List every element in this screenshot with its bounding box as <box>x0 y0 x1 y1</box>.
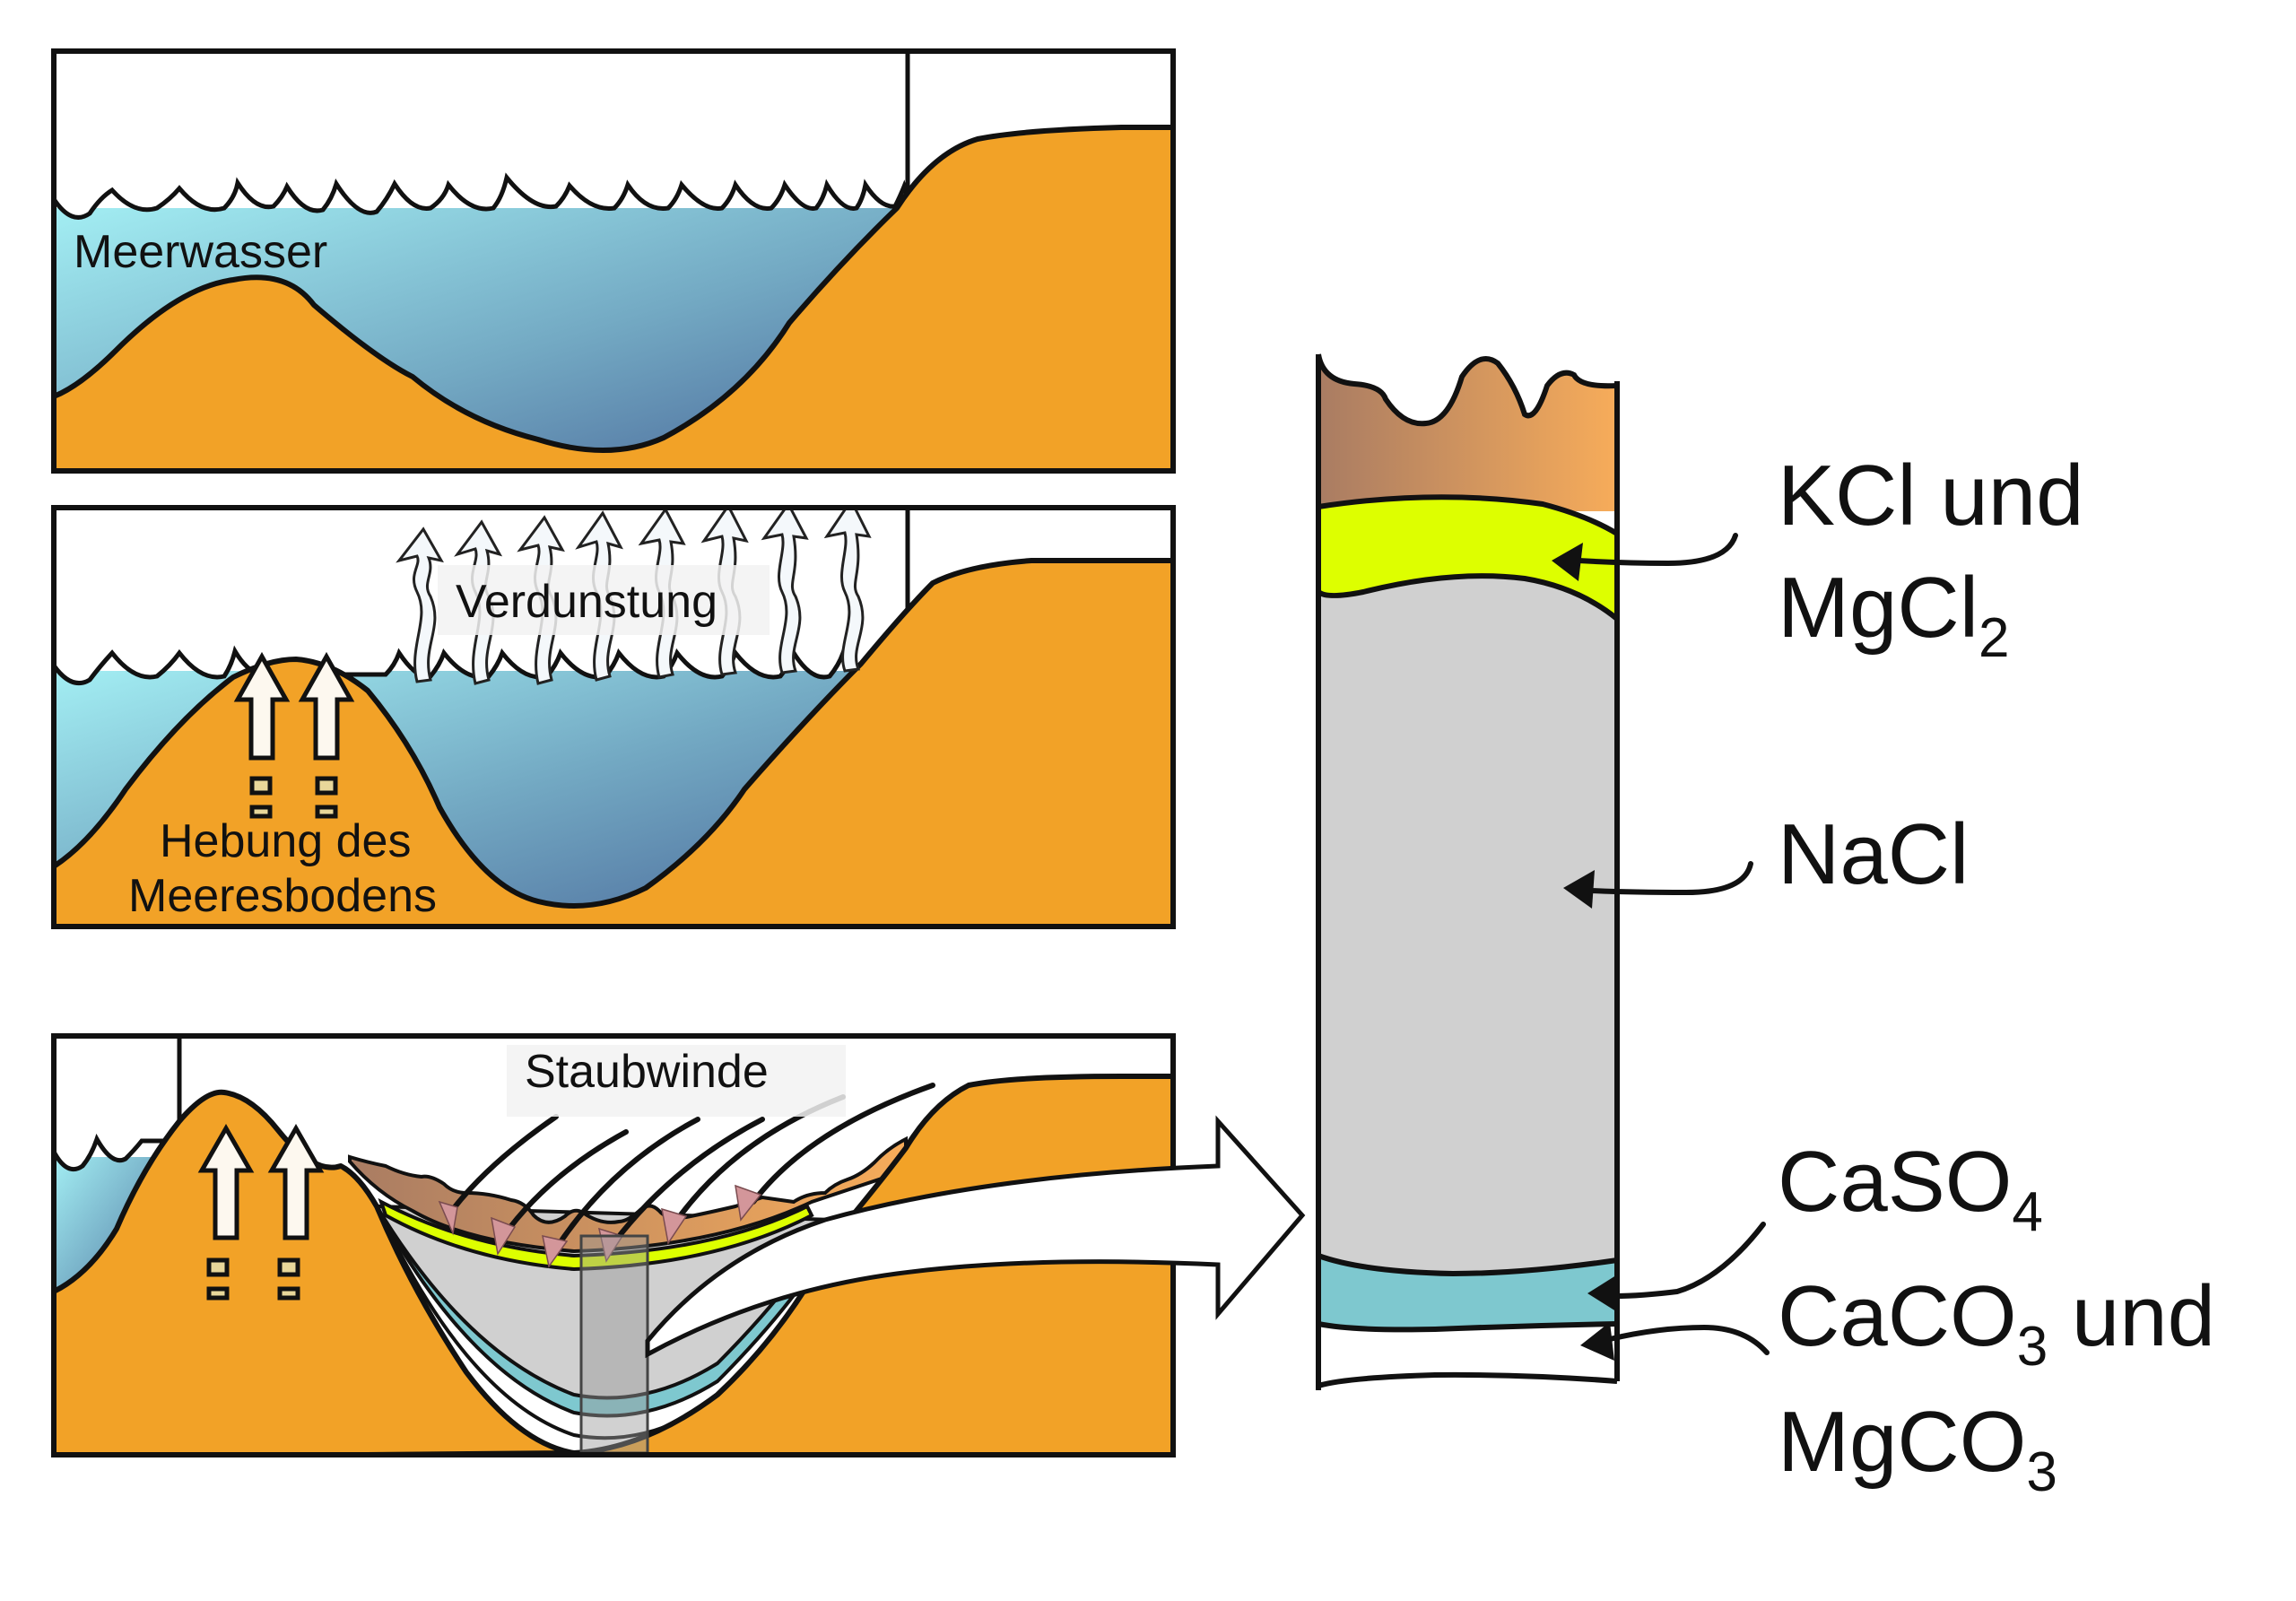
pointer-arrowhead-icon <box>1563 870 1595 909</box>
uplift-arrow-icon <box>233 651 291 761</box>
uplift-dash-icon <box>277 1286 300 1301</box>
uplift-dash-icon <box>315 805 338 819</box>
dust-wind-arrows <box>438 1083 935 1268</box>
label-caco3-subscript: 3 <box>2017 1316 2048 1378</box>
label-kcl-line-1: KCl und <box>1778 448 2084 544</box>
uplift-arrow-icon <box>197 1123 255 1240</box>
verdunstung-label-bg <box>438 565 770 635</box>
core-to-column-arrow-icon <box>645 1115 1306 1359</box>
uplift-dash-icon <box>277 1257 300 1277</box>
pointer-line-kcl <box>1576 533 1738 567</box>
panel-1-sea-basin <box>54 51 1173 471</box>
uplift-dash-icon <box>249 805 273 819</box>
wind-arrowhead-icon <box>542 1235 569 1268</box>
column-boundary-top-teal <box>1317 1253 1618 1277</box>
label-mgcl-main: MgCl <box>1778 560 1979 656</box>
column-boundary-top-white <box>1318 1321 1618 1333</box>
label-kcl-line-2: MgCl2 <box>1778 560 2010 669</box>
label-mgco3-main: MgCO <box>1778 1394 2026 1490</box>
pointer-arrowhead-icon <box>1580 1322 1614 1361</box>
wind-arrowhead-icon <box>661 1207 688 1245</box>
label-caso4: CaSO4 <box>1778 1134 2043 1243</box>
label-hebung-line-1: Hebung des <box>160 815 411 867</box>
pointer-line-caco3 <box>1607 1324 1770 1355</box>
wind-curve <box>751 1083 935 1205</box>
panel-2-frame <box>51 505 1176 929</box>
label-caco3-suffix: und <box>2048 1268 2215 1364</box>
label-mgco3: MgCO3 <box>1778 1394 2057 1503</box>
uplift-arrows-panel-2 <box>233 651 355 819</box>
wind-curve <box>446 1114 559 1218</box>
label-caco3: CaCO3 und <box>1778 1268 2215 1378</box>
vapour-arrow-icon <box>761 508 809 674</box>
basin-yellow-potash-layer <box>378 1197 814 1272</box>
basin-crust-layer <box>348 1135 908 1254</box>
label-verdunstung: Verdunstung <box>456 576 718 628</box>
uplift-dash-icon <box>249 776 273 796</box>
pointer-line-caso4 <box>1612 1222 1766 1299</box>
uplift-arrow-icon <box>267 1123 325 1240</box>
column-boundary-top-yellow <box>1318 494 1619 536</box>
wind-arrowhead-icon <box>491 1216 517 1257</box>
label-caco3-main: CaCO <box>1778 1268 2017 1364</box>
panel-2-seafloor <box>54 558 1173 927</box>
column-boundary-bottom <box>1318 1371 1618 1388</box>
vapour-arrow-icon <box>823 508 872 673</box>
wind-arrowhead-icon <box>735 1184 762 1222</box>
label-staubwinde: Staubwinde <box>525 1046 769 1098</box>
wind-curve <box>612 1117 765 1245</box>
column-boundary-top-gray <box>1317 573 1619 622</box>
stratigraphic-column <box>1316 353 1620 1390</box>
uplift-dash-icon <box>206 1257 230 1277</box>
uplift-dash-icon <box>206 1286 230 1301</box>
wind-curve <box>553 1117 700 1251</box>
panel-1-seafloor <box>54 125 1173 471</box>
label-caso4-main: CaSO <box>1778 1134 2012 1230</box>
column-layer-nacl <box>1318 576 1617 1274</box>
column-layer-caso4 <box>1318 1256 1617 1330</box>
label-nacl: NaCl <box>1778 806 1969 902</box>
panel-1-wave-surface <box>54 51 910 220</box>
vapour-arrow-icon <box>396 526 444 683</box>
column-boundary-crust <box>1316 353 1618 427</box>
column-layer-crust <box>1318 354 1617 511</box>
panel-1-frame <box>51 48 1176 474</box>
uplift-arrows-panel-3 <box>197 1123 325 1301</box>
column-layer-caco3-mgco3 <box>1318 1324 1617 1386</box>
pointer-arrowhead-icon <box>1552 543 1583 581</box>
label-mgco3-subscript: 3 <box>2026 1441 2057 1503</box>
column-pointers <box>1552 533 1770 1361</box>
wind-curve <box>500 1129 629 1240</box>
label-mgcl-subscript: 2 <box>1979 607 2009 669</box>
uplift-dash-icon <box>315 776 338 796</box>
column-layer-kcl-mgcl2 <box>1318 497 1617 619</box>
core-sample-marker <box>579 1234 649 1455</box>
label-hebung-line-2: Meeresbodens <box>128 870 437 922</box>
pointer-line-nacl <box>1589 861 1753 896</box>
pointer-arrowhead-icon <box>1587 1274 1619 1313</box>
panel-3-wave-surface <box>54 1036 182 1171</box>
label-meerwasser: Meerwasser <box>74 226 327 278</box>
label-caso4-subscript: 4 <box>2012 1181 2042 1243</box>
staubwinde-label-bg <box>507 1045 846 1117</box>
wind-arrowhead-icon <box>438 1200 458 1236</box>
uplift-arrow-icon <box>298 651 355 761</box>
